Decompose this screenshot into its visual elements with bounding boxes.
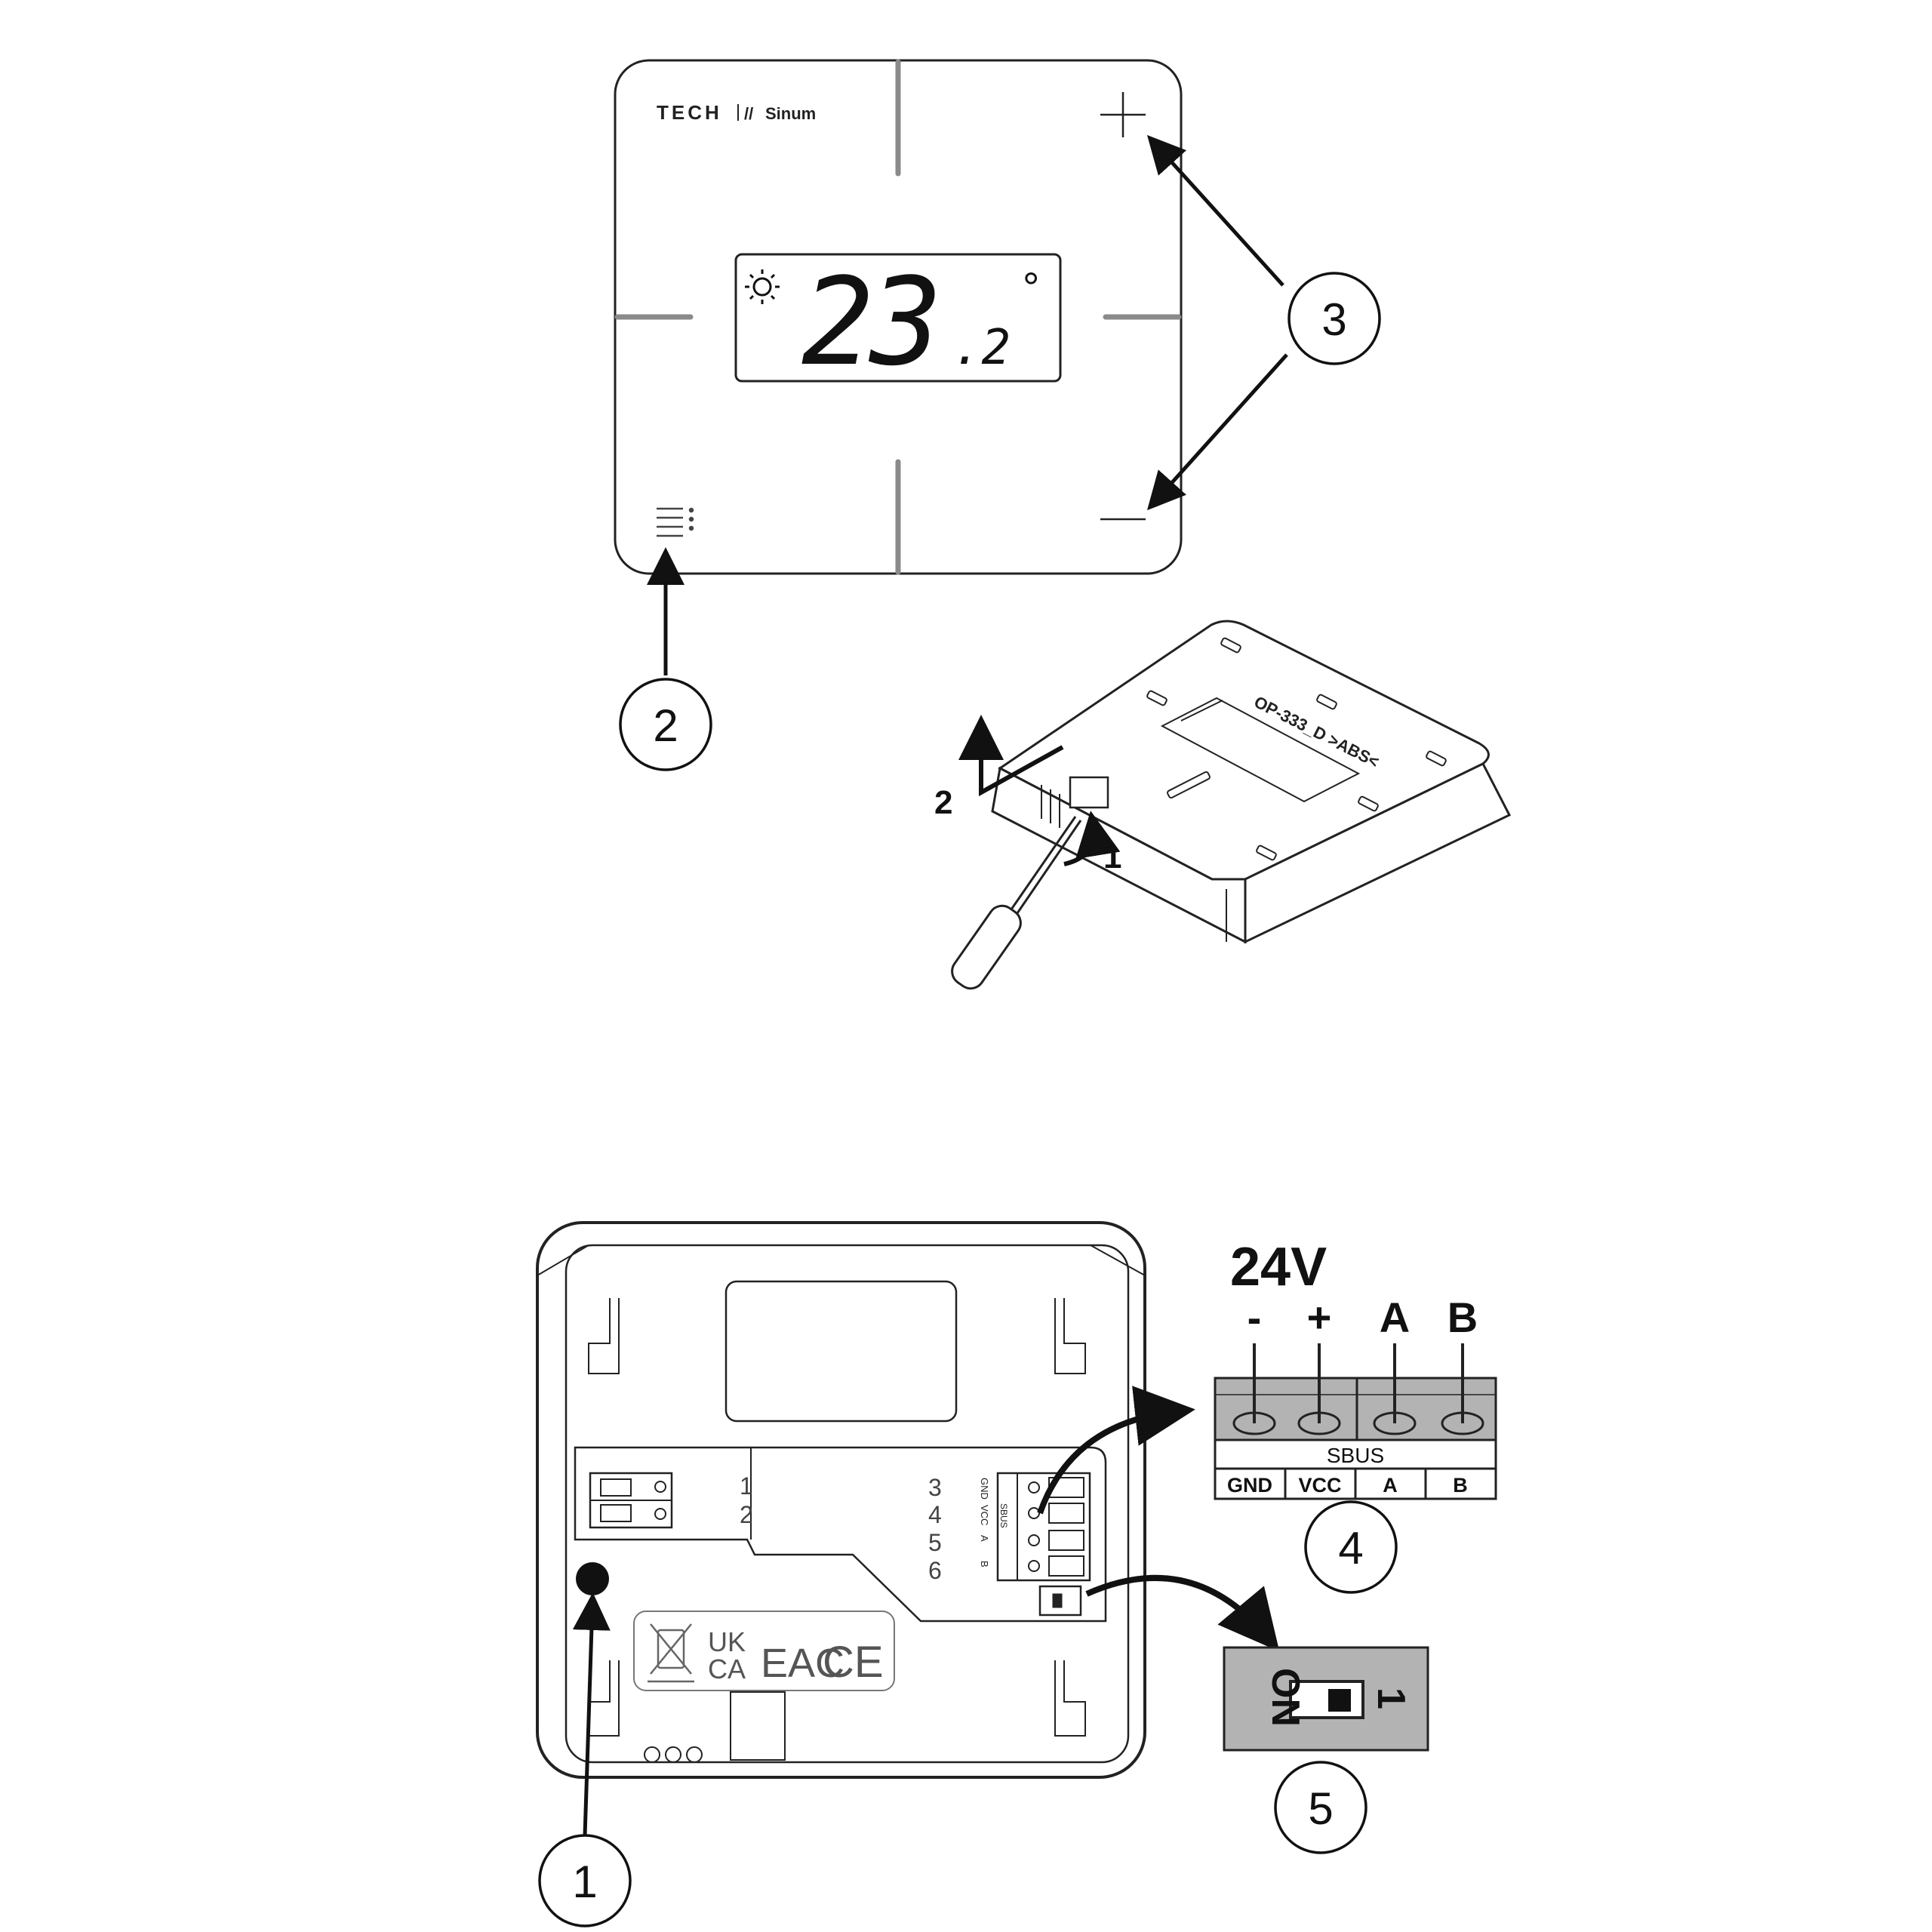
menu-icon[interactable] [657, 507, 694, 537]
pin-label-a: A [1383, 1474, 1398, 1497]
callout-3-arrow-plus [1146, 134, 1284, 287]
lcd-display [734, 253, 1062, 383]
pin-label-b: B [1453, 1474, 1468, 1497]
reset-button[interactable] [576, 1562, 609, 1595]
callout-3-arrow-minus [1146, 353, 1288, 511]
sbus-label-row [1214, 1438, 1497, 1470]
screwdriver-icon [951, 816, 1082, 990]
side-label-b: B [979, 1561, 990, 1567]
bottom-connector [730, 1691, 786, 1761]
arrow-to-terminal-block [1037, 1386, 1195, 1515]
touch-bars [614, 59, 1182, 575]
callout-3-number: 3 [1321, 294, 1346, 345]
symbol-a: A [1380, 1294, 1410, 1341]
terminal-number-2: 2 [740, 1501, 753, 1528]
terminal-number-4: 4 [928, 1501, 942, 1528]
board-outline [574, 1446, 1107, 1623]
pin-label-vcc: VCC [1298, 1474, 1341, 1497]
callout-5-circle [1274, 1761, 1367, 1854]
terminal-number-1: 1 [740, 1472, 753, 1500]
symbol-b: B [1447, 1294, 1478, 1341]
callout-1-arrow [572, 1592, 611, 1836]
latch-tab[interactable] [1069, 776, 1109, 809]
sun-icon [745, 269, 780, 304]
plus-icon[interactable] [1100, 92, 1146, 137]
callout-1-number: 1 [572, 1857, 597, 1907]
dip-switch-small[interactable] [1038, 1585, 1082, 1617]
temperature-value: 23 [801, 251, 938, 392]
arrow-to-dip-switch [1085, 1574, 1280, 1652]
side-label-gnd: GND [979, 1478, 990, 1500]
back-cover-recess [1160, 697, 1361, 803]
step-2-label: 2 [934, 784, 952, 821]
terminal-number-6: 6 [928, 1557, 942, 1584]
callout-5-number: 5 [1308, 1783, 1333, 1834]
step-1-label: 1 [1103, 838, 1121, 875]
callout-2-circle [619, 678, 712, 771]
cover-removal-illustration [991, 620, 1512, 944]
sbus-terminal [996, 1472, 1091, 1582]
dip-switch-detail [1223, 1646, 1429, 1752]
sinum-mark-icon: // [744, 104, 753, 123]
symbol-minus: - [1247, 1294, 1262, 1341]
cert-ca: CA [708, 1654, 746, 1684]
dip-number-label: 1 [1369, 1687, 1413, 1709]
back-outer-frame [536, 1221, 1146, 1779]
back-inner-frame [565, 1244, 1130, 1764]
wheelie-bin-icon [648, 1623, 694, 1683]
callout-2-number: 2 [653, 700, 678, 751]
terminal-number-5: 5 [928, 1529, 942, 1556]
thermostat-back-panel [536, 1221, 1146, 1779]
brand-tech: TECH [657, 101, 722, 124]
voltage-label: 24V [1230, 1237, 1327, 1297]
brand-logo: TECH // Sinum [657, 101, 816, 124]
degree-symbol: ° [1023, 263, 1039, 311]
terminal-number-3: 3 [928, 1474, 942, 1501]
cert-eac: EAC [761, 1641, 844, 1686]
callout-4-circle [1304, 1500, 1398, 1594]
thermostat-front-panel: TECH // Sinum 23 .2 ° [614, 59, 1183, 575]
terminal-block-detail [1214, 1343, 1497, 1500]
dip-switch-knob [1328, 1689, 1351, 1712]
cert-ce: CE [823, 1638, 884, 1687]
step-2-arrow [958, 715, 1064, 797]
cert-uk: UK [708, 1626, 746, 1657]
side-label-a: A [979, 1535, 990, 1542]
step-1-arrow [1063, 811, 1121, 866]
callout-4-number: 4 [1338, 1523, 1363, 1574]
dip-on-label: ON [1263, 1668, 1307, 1727]
cert-marks-box [633, 1611, 895, 1691]
label-window [724, 1280, 958, 1423]
temperature-decimal: .2 [952, 320, 1011, 376]
sbus-label: SBUS [1327, 1444, 1384, 1467]
symbol-plus: + [1307, 1294, 1332, 1341]
side-label-vcc: VCC [979, 1505, 990, 1525]
pin-label-gnd: GND [1227, 1474, 1272, 1497]
callout-3-circle [1287, 272, 1381, 365]
side-label-sbus: SBUS [998, 1503, 1009, 1528]
callout-1-circle [538, 1834, 632, 1927]
brand-sinum: Sinum [765, 104, 816, 123]
